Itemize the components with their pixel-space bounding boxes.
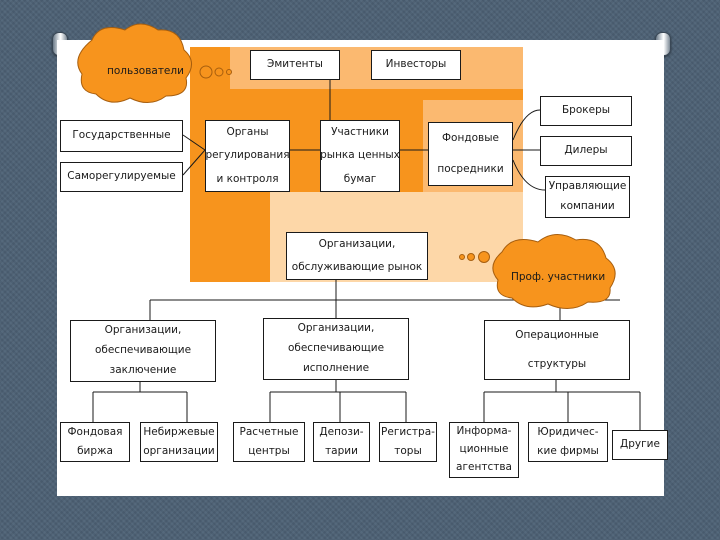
info-agencies-line-3: агентства xyxy=(456,461,512,474)
dealers-label: Дилеры xyxy=(564,144,608,157)
execution-orgs-line-3: исполнение xyxy=(302,362,370,375)
stock-exchange-box: Фондовая биржа xyxy=(60,422,130,462)
regulators-line-3: и контроля xyxy=(216,172,279,185)
brokers-box: Брокеры xyxy=(540,96,632,126)
brokers-label: Брокеры xyxy=(561,104,611,117)
registrars-line-2: торы xyxy=(394,444,422,457)
settlement-orgs-line-3: заключение xyxy=(109,364,177,377)
registrars-line-1: Регистра- xyxy=(381,425,435,438)
otc-organizations-box: Небиржевые организации xyxy=(140,422,218,462)
participants-line-2: рынка ценных xyxy=(320,149,400,162)
self-regulated-box: Саморегулируемые xyxy=(60,162,183,192)
clearing-line-1: Расчетные xyxy=(239,425,299,438)
settlement-orgs-line-1: Организации, xyxy=(104,324,182,337)
exchange-line-1: Фондовая xyxy=(67,425,123,438)
execution-orgs-line-2: обеспечивающие xyxy=(287,342,385,355)
service-organizations-box: Организации, обслуживающие рынок xyxy=(286,232,428,280)
depository-line-2: тарии xyxy=(325,444,358,457)
depositories-box: Депози- тарии xyxy=(313,422,370,462)
investors-box: Инвесторы xyxy=(371,50,461,80)
self-regulated-label: Саморегулируемые xyxy=(67,170,176,183)
pro-participants-cloud-label: Проф. участники xyxy=(511,271,606,283)
operational-line-1: Операционные xyxy=(515,328,599,341)
regulators-line-1: Органы xyxy=(226,125,269,138)
managers-line-2: компании xyxy=(560,200,615,213)
managers-line-1: Управляющие xyxy=(548,180,627,193)
management-companies-box: Управляющие компании xyxy=(545,176,630,218)
participants-line-3: бумаг xyxy=(343,172,377,185)
clearing-line-2: центры xyxy=(248,444,290,457)
intermediaries-line-1: Фондовые xyxy=(442,131,499,144)
service-orgs-line-1: Организации, xyxy=(318,237,396,250)
law-firms-line-1: Юридичес- xyxy=(537,425,599,438)
regulators-box: Органы регулирования и контроля xyxy=(205,120,290,192)
others-label: Другие xyxy=(620,438,660,451)
regulators-line-2: регулирования xyxy=(205,149,290,162)
market-participants-box: Участники рынка ценных бумаг xyxy=(320,120,400,192)
execution-orgs-line-1: Организации, xyxy=(297,322,375,335)
users-cloud-label: пользователи xyxy=(107,65,184,77)
intermediaries-line-2: посредники xyxy=(437,162,504,175)
law-firms-line-2: кие фирмы xyxy=(537,444,599,457)
service-orgs-line-2: обслуживающие рынок xyxy=(291,260,423,273)
operational-structures-box: Операционные структуры xyxy=(484,320,630,380)
registrars-box: Регистра- торы xyxy=(379,422,437,462)
settlement-orgs-line-2: обеспечивающие xyxy=(94,344,192,357)
intermediaries-box: Фондовые посредники xyxy=(428,122,513,186)
otc-line-1: Небиржевые xyxy=(143,425,215,438)
clearing-centers-box: Расчетные центры xyxy=(233,422,305,462)
otc-line-2: организации xyxy=(143,444,215,457)
law-firms-box: Юридичес- кие фирмы xyxy=(528,422,608,462)
info-agencies-line-2: ционные xyxy=(459,443,509,456)
info-agencies-line-1: Информа- xyxy=(456,425,512,438)
investors-label: Инвесторы xyxy=(385,58,447,71)
issuers-label: Эмитенты xyxy=(267,58,323,71)
participants-line-1: Участники xyxy=(331,125,389,138)
operational-line-2: структуры xyxy=(527,357,587,370)
state-regulators-box: Государственные xyxy=(60,120,183,152)
state-label: Государственные xyxy=(72,129,171,142)
depository-line-1: Депози- xyxy=(319,425,364,438)
others-box: Другие xyxy=(612,430,668,460)
issuers-box: Эмитенты xyxy=(250,50,340,80)
execution-orgs-box: Организации, обеспечивающие исполнение xyxy=(263,318,409,380)
deal-conclusion-orgs-box: Организации, обеспечивающие заключение xyxy=(70,320,216,382)
exchange-line-2: биржа xyxy=(77,444,113,457)
dealers-box: Дилеры xyxy=(540,136,632,166)
information-agencies-box: Информа- ционные агентства xyxy=(449,422,519,478)
